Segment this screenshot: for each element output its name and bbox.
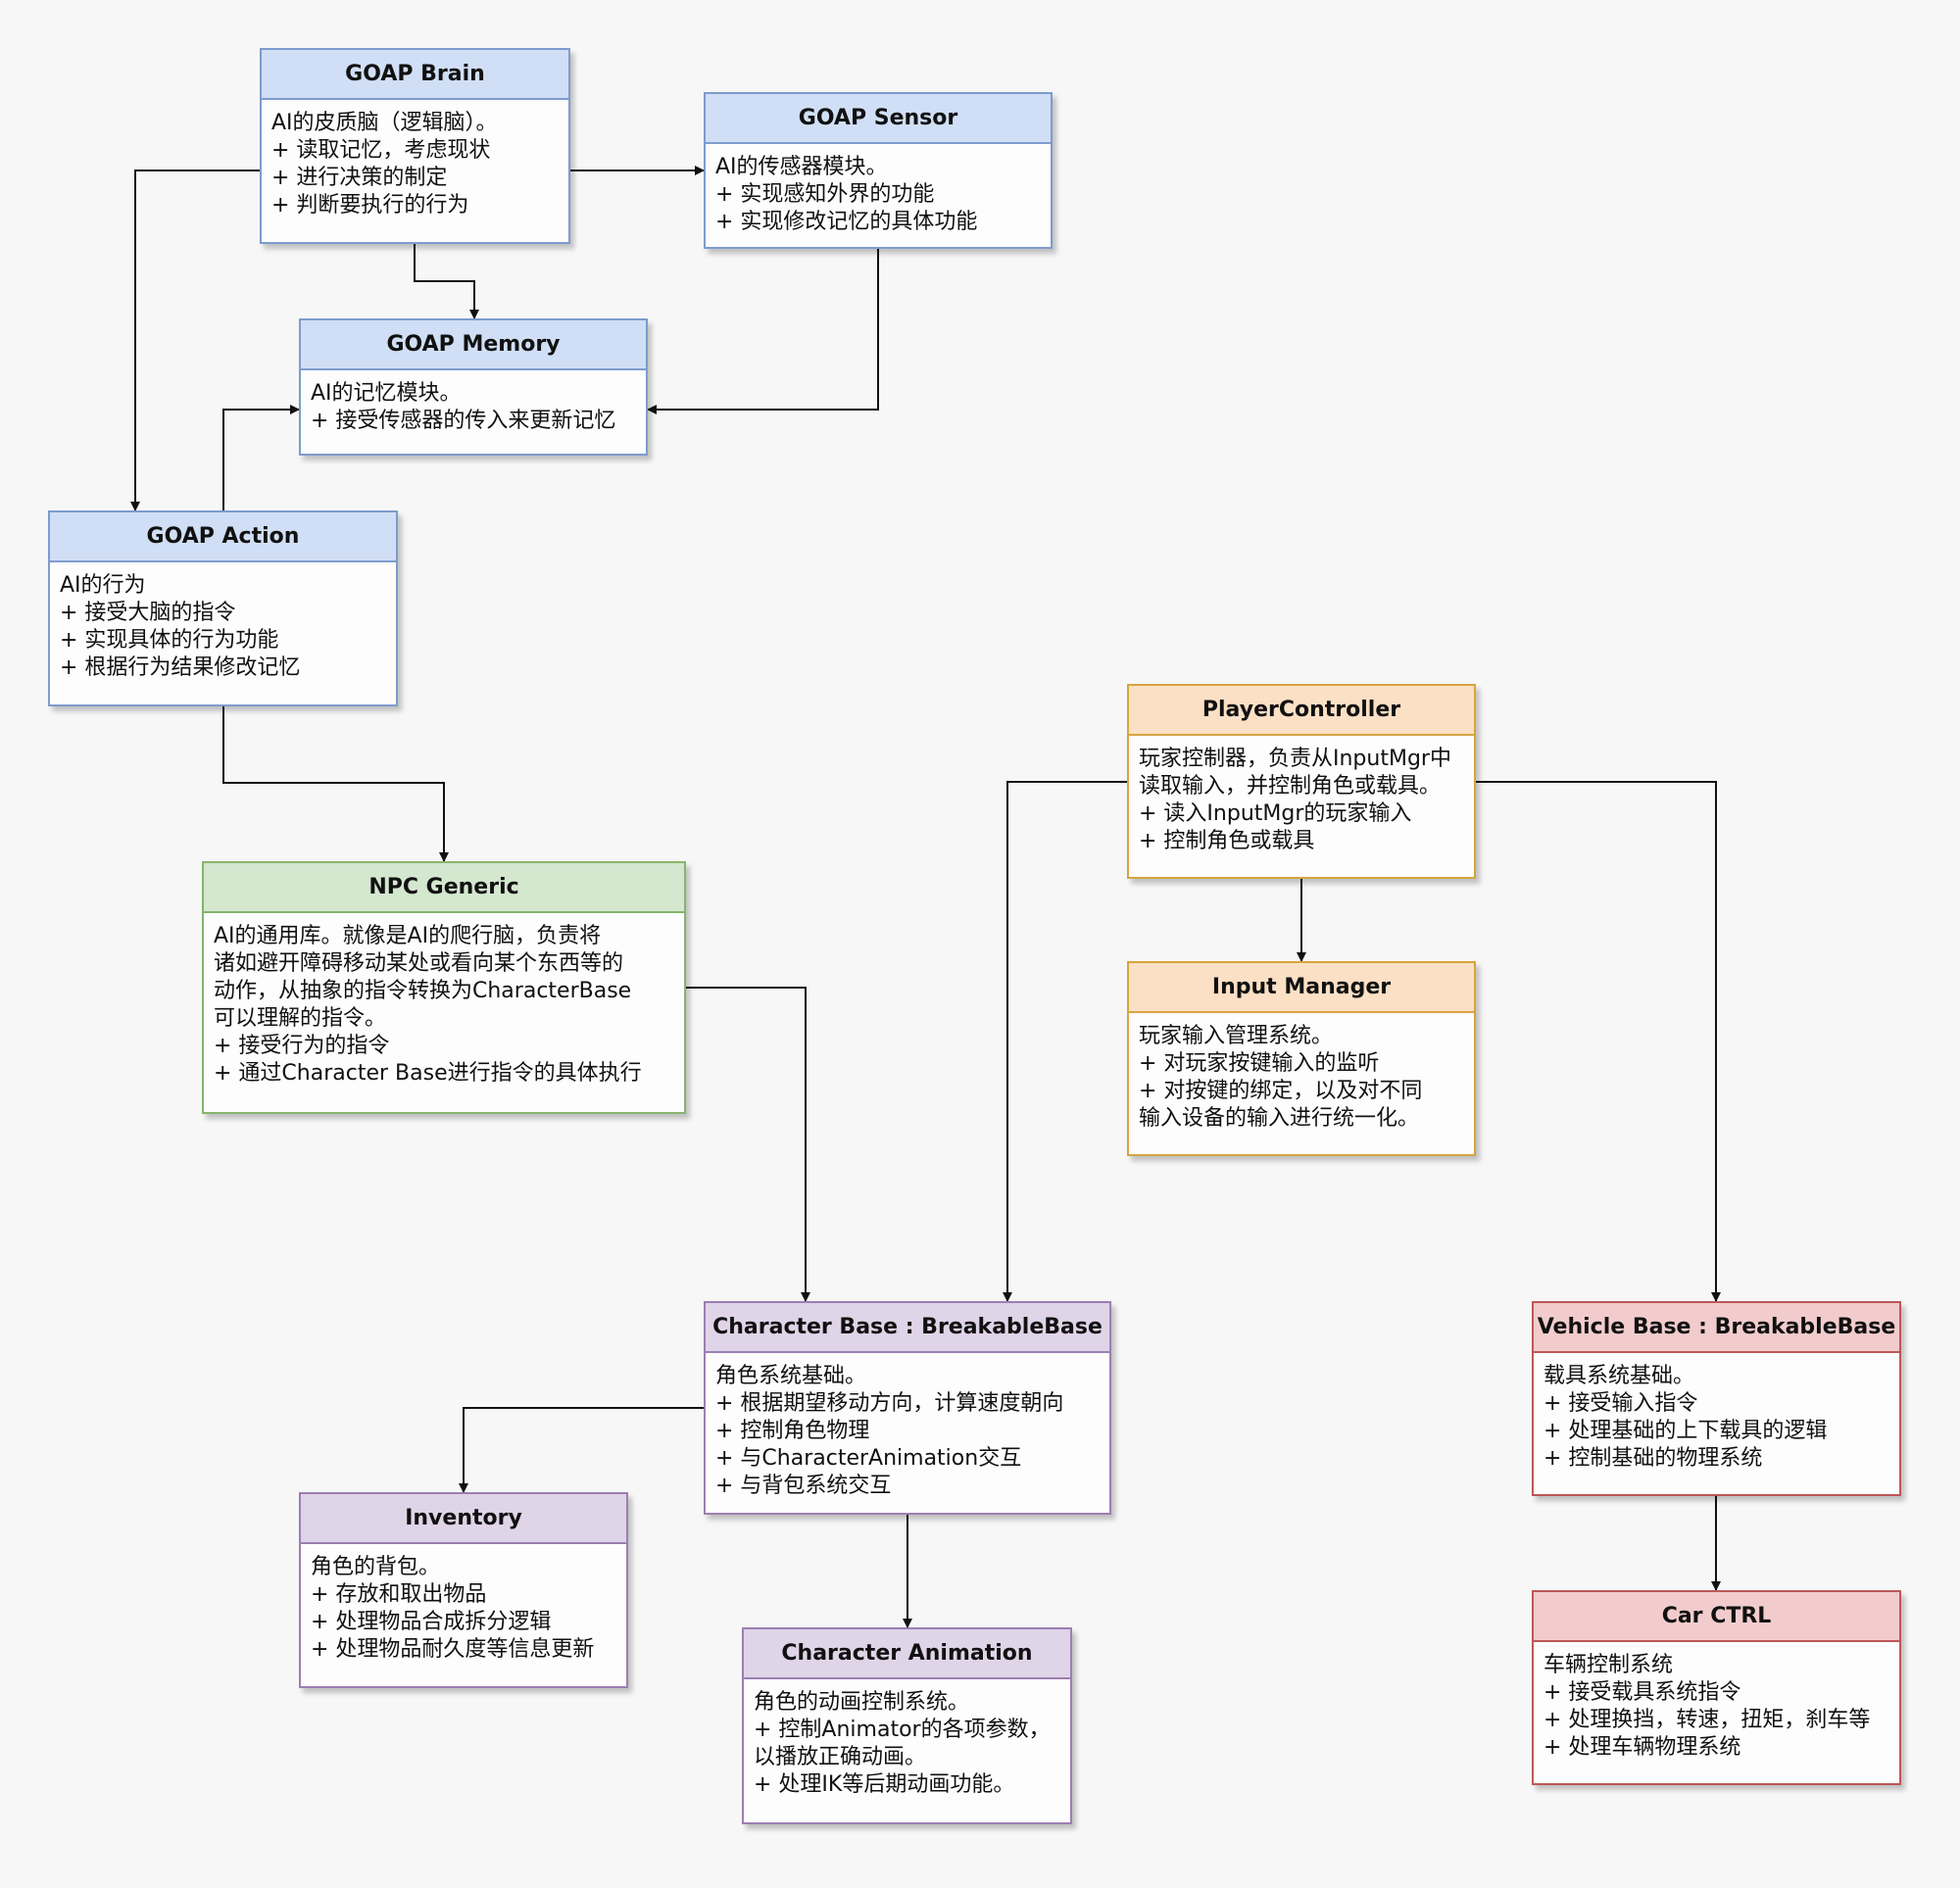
node-line: 载具系统基础。 <box>1544 1364 1695 1388</box>
node-line: + 接受载具系统指令 <box>1544 1680 1741 1705</box>
edge-sensor-to-memory <box>647 249 879 414</box>
vehicle-base-title: Vehicle Base : BreakableBase <box>1534 1303 1899 1353</box>
node-line: AI的皮质脑（逻辑脑）。 <box>271 111 498 135</box>
input-manager-body: 玩家输入管理系统。 + 对玩家按键输入的监听 + 对按键的绑定，以及对不同 输入… <box>1129 1013 1474 1142</box>
node-line: + 接受大脑的指令 <box>60 601 236 625</box>
inventory-node[interactable]: Inventory 角色的背包。 + 存放和取出物品 + 处理物品合成拆分逻辑 … <box>299 1492 628 1688</box>
car-ctrl-body: 车辆控制系统 + 接受载具系统指令 + 处理换挡，转速，扭矩，刹车等 + 处理车… <box>1534 1642 1899 1771</box>
node-line: 读取输入，并控制角色或载具。 <box>1139 774 1442 799</box>
goap-action-node[interactable]: GOAP Action AI的行为 + 接受大脑的指令 + 实现具体的行为功能 … <box>48 510 398 706</box>
goap-sensor-node[interactable]: GOAP Sensor AI的传感器模块。 + 实现感知外界的功能 + 实现修改… <box>704 92 1053 249</box>
node-line: + 对玩家按键输入的监听 <box>1139 1051 1380 1076</box>
character-base-body: 角色系统基础。 + 根据期望移动方向，计算速度朝向 + 控制角色物理 + 与Ch… <box>706 1353 1109 1510</box>
node-line: 诸如避开障碍移动某处或看向某个东西等的 <box>214 951 624 976</box>
node-line: + 处理基础的上下载具的逻辑 <box>1544 1419 1828 1443</box>
node-line: + 进行决策的制定 <box>271 166 448 190</box>
player-controller-body: 玩家控制器，负责从InputMgr中 读取输入，并控制角色或载具。 + 读入In… <box>1129 736 1474 865</box>
node-line: 玩家控制器，负责从InputMgr中 <box>1139 747 1451 771</box>
node-line: 玩家输入管理系统。 <box>1139 1024 1334 1048</box>
node-line: + 根据行为结果修改记忆 <box>60 655 301 680</box>
vehicle-base-node[interactable]: Vehicle Base : BreakableBase 载具系统基础。 + 接… <box>1532 1301 1901 1496</box>
node-line: + 读取记忆，考虑现状 <box>271 138 491 163</box>
node-line: 动作，从抽象的指令转换为CharacterBase <box>214 979 632 1003</box>
goap-brain-node[interactable]: GOAP Brain AI的皮质脑（逻辑脑）。 + 读取记忆，考虑现状 + 进行… <box>260 48 570 244</box>
node-line: 角色系统基础。 <box>715 1364 867 1388</box>
node-line: 车辆控制系统 <box>1544 1653 1674 1677</box>
character-animation-node[interactable]: Character Animation 角色的动画控制系统。 + 控制Anima… <box>742 1627 1072 1824</box>
goap-memory-node[interactable]: GOAP Memory AI的记忆模块。 + 接受传感器的传入来更新记忆 <box>299 318 648 456</box>
node-line: + 实现修改记忆的具体功能 <box>715 210 978 234</box>
npc-generic-title: NPC Generic <box>204 863 684 913</box>
npc-generic-body: AI的通用库。就像是AI的爬行脑，负责将 诸如避开障碍移动某处或看向某个东西等的… <box>204 913 684 1097</box>
edge-brain-to-memory <box>414 244 479 319</box>
node-line: + 根据期望移动方向，计算速度朝向 <box>715 1391 1064 1416</box>
npc-generic-node[interactable]: NPC Generic AI的通用库。就像是AI的爬行脑，负责将 诸如避开障碍移… <box>202 861 686 1114</box>
car-ctrl-title: Car CTRL <box>1534 1592 1899 1642</box>
node-line: + 处理物品耐久度等信息更新 <box>311 1637 595 1662</box>
node-line: + 处理物品合成拆分逻辑 <box>311 1610 552 1634</box>
inventory-body: 角色的背包。 + 存放和取出物品 + 处理物品合成拆分逻辑 + 处理物品耐久度等… <box>301 1544 626 1673</box>
node-line: + 控制Animator的各项参数， <box>754 1718 1051 1742</box>
edge-player-to-charbase <box>1003 781 1127 1302</box>
player-controller-node[interactable]: PlayerController 玩家控制器，负责从InputMgr中 读取输入… <box>1127 684 1476 879</box>
character-animation-body: 角色的动画控制系统。 + 控制Animator的各项参数， 以播放正确动画。 +… <box>744 1679 1070 1809</box>
character-animation-title: Character Animation <box>744 1629 1070 1679</box>
node-line: + 与背包系统交互 <box>715 1474 892 1498</box>
goap-brain-body: AI的皮质脑（逻辑脑）。 + 读取记忆，考虑现状 + 进行决策的制定 + 判断要… <box>262 100 568 229</box>
node-line: + 接受输入指令 <box>1544 1391 1698 1416</box>
goap-memory-body: AI的记忆模块。 + 接受传感器的传入来更新记忆 <box>301 370 646 445</box>
node-line: AI的通用库。就像是AI的爬行脑，负责将 <box>214 924 602 948</box>
node-line: 输入设备的输入进行统一化。 <box>1139 1106 1420 1131</box>
node-line: AI的传感器模块。 <box>715 155 888 179</box>
node-line: 角色的背包。 <box>311 1555 441 1579</box>
node-line: 以播放正确动画。 <box>754 1745 927 1769</box>
node-line: + 实现感知外界的功能 <box>715 182 935 207</box>
node-line: + 接受行为的指令 <box>214 1034 390 1058</box>
node-line: + 读入InputMgr的玩家输入 <box>1139 801 1412 826</box>
goap-sensor-body: AI的传感器模块。 + 实现感知外界的功能 + 实现修改记忆的具体功能 <box>706 144 1051 246</box>
edge-action-to-npc <box>222 706 449 862</box>
edge-npc-to-charbase <box>686 987 810 1302</box>
node-line: + 处理换挡，转速，扭矩，刹车等 <box>1544 1708 1871 1732</box>
car-ctrl-node[interactable]: Car CTRL 车辆控制系统 + 接受载具系统指令 + 处理换挡，转速，扭矩，… <box>1532 1590 1901 1785</box>
node-line: + 处理车辆物理系统 <box>1544 1735 1741 1760</box>
node-line: AI的记忆模块。 <box>311 381 462 406</box>
edge-action-to-memory <box>222 405 300 510</box>
goap-brain-title: GOAP Brain <box>262 50 568 100</box>
node-line: + 控制角色或载具 <box>1139 829 1315 853</box>
input-manager-title: Input Manager <box>1129 963 1474 1013</box>
goap-sensor-title: GOAP Sensor <box>706 94 1051 144</box>
node-line: + 与CharacterAnimation交互 <box>715 1446 1022 1471</box>
edge-player-to-vehicle <box>1476 781 1721 1302</box>
edge-charbase-to-inventory <box>459 1407 704 1493</box>
node-line: + 存放和取出物品 <box>311 1582 487 1607</box>
node-line: + 控制基础的物理系统 <box>1544 1446 1763 1471</box>
edge-brain-to-action <box>130 169 260 511</box>
goap-action-title: GOAP Action <box>50 512 396 562</box>
inventory-title: Inventory <box>301 1494 626 1544</box>
vehicle-base-body: 载具系统基础。 + 接受输入指令 + 处理基础的上下载具的逻辑 + 控制基础的物… <box>1534 1353 1899 1482</box>
node-line: 可以理解的指令。 <box>214 1006 387 1031</box>
node-line: + 对按键的绑定，以及对不同 <box>1139 1079 1423 1103</box>
input-manager-node[interactable]: Input Manager 玩家输入管理系统。 + 对玩家按键输入的监听 + 对… <box>1127 961 1476 1156</box>
node-line: + 通过Character Base进行指令的具体执行 <box>214 1061 642 1086</box>
goap-action-body: AI的行为 + 接受大脑的指令 + 实现具体的行为功能 + 根据行为结果修改记忆 <box>50 562 396 692</box>
goap-memory-title: GOAP Memory <box>301 320 646 370</box>
node-line: + 控制角色物理 <box>715 1419 870 1443</box>
node-line: + 判断要执行的行为 <box>271 193 469 218</box>
node-line: 角色的动画控制系统。 <box>754 1690 970 1715</box>
node-line: + 接受传感器的传入来更新记忆 <box>311 409 616 433</box>
node-line: + 处理IK等后期动画功能。 <box>754 1772 1015 1797</box>
player-controller-title: PlayerController <box>1129 686 1474 736</box>
character-base-title: Character Base : BreakableBase <box>706 1303 1109 1353</box>
node-line: + 实现具体的行为功能 <box>60 628 279 653</box>
node-line: AI的行为 <box>60 573 146 598</box>
character-base-node[interactable]: Character Base : BreakableBase 角色系统基础。 +… <box>704 1301 1111 1515</box>
